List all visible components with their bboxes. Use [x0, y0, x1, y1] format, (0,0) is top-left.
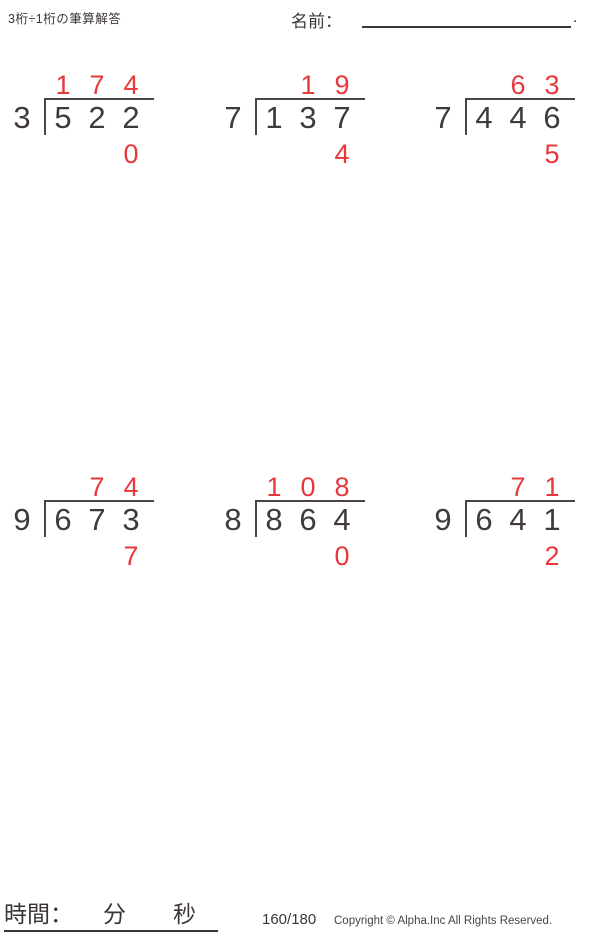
- quotient-digit: 3: [544, 70, 560, 100]
- quotient-row: 1 0 8: [257, 472, 381, 502]
- quotient-digit: 1: [544, 472, 560, 502]
- dividend-digit: 4: [333, 502, 351, 537]
- division-bracket: 6 7 3: [44, 500, 154, 537]
- dividend-digit: 5: [54, 100, 72, 135]
- dividend-digit: 8: [265, 502, 283, 537]
- dividend-digit: 3: [122, 502, 140, 537]
- division-problem-4: 7 4 9 6 7 3 7: [0, 472, 170, 571]
- dividend-digit: 4: [509, 502, 527, 537]
- quotient-digit: [467, 72, 501, 98]
- quotient-digit: [46, 474, 80, 500]
- name-label: 名前：: [291, 12, 342, 31]
- division-body: 7 4 4 6: [421, 98, 591, 135]
- quotient-digit: 4: [123, 70, 139, 100]
- dividend-digit: 6: [299, 502, 317, 537]
- quotient-digit: [257, 72, 291, 98]
- worksheet-title: 3桁÷1桁の筆算解答: [8, 12, 122, 26]
- dividend-digit: 6: [475, 502, 493, 537]
- quotient-digit: 7: [89, 70, 105, 100]
- dividend-digit: 2: [88, 100, 106, 135]
- divisor: 8: [224, 502, 242, 537]
- remainder-digit: 7: [123, 541, 139, 571]
- seconds-label: 秒: [173, 901, 196, 927]
- division-body: 3 5 2 2: [0, 98, 170, 135]
- quotient-digit: [467, 474, 501, 500]
- time-entry-line: 時間： 分 秒: [4, 899, 218, 932]
- name-line-period: .: [573, 9, 578, 26]
- quotient-row: 6 3: [467, 70, 591, 100]
- quotient-digit: 6: [510, 70, 526, 100]
- quotient-digit: 1: [266, 472, 282, 502]
- copyright-notice: Copyright © Alpha.Inc All Rights Reserve…: [334, 915, 553, 927]
- dividend-digit: 6: [54, 502, 72, 537]
- quotient-digit: 7: [89, 472, 105, 502]
- dividend-digit: 1: [543, 502, 561, 537]
- remainder-row: 0: [257, 541, 381, 571]
- minutes-label: 分: [103, 901, 126, 927]
- division-bracket: 4 4 6: [465, 98, 575, 135]
- quotient-digit: 4: [123, 472, 139, 502]
- divisor: 9: [434, 502, 452, 537]
- quotient-row: 7 1: [467, 472, 591, 502]
- division-problem-2: 1 9 7 1 3 7 4: [211, 70, 381, 169]
- divisor: 3: [13, 100, 31, 135]
- quotient-digit: 1: [300, 70, 316, 100]
- page-number: 160/180: [262, 911, 317, 928]
- quotient-row: 7 4: [46, 472, 170, 502]
- dividend-digit: 4: [475, 100, 493, 135]
- division-bracket: 5 2 2: [44, 98, 154, 135]
- divisor: 9: [13, 502, 31, 537]
- remainder-row: 5: [467, 139, 591, 169]
- dividend-digit: 6: [543, 100, 561, 135]
- quotient-row: 1 7 4: [46, 70, 170, 100]
- divisor: 7: [434, 100, 452, 135]
- quotient-digit: 7: [510, 472, 526, 502]
- division-bracket: 1 3 7: [255, 98, 365, 135]
- name-blank-underline: [362, 5, 571, 28]
- division-bracket: 8 6 4: [255, 500, 365, 537]
- remainder-digit: 2: [544, 541, 560, 571]
- divisor: 7: [224, 100, 242, 135]
- dividend-digit: 3: [299, 100, 317, 135]
- division-body: 7 1 3 7: [211, 98, 381, 135]
- division-body: 9 6 7 3: [0, 500, 170, 537]
- division-problem-1: 1 7 4 3 5 2 2 0: [0, 70, 170, 169]
- quotient-digit: 8: [334, 472, 350, 502]
- division-body: 9 6 4 1: [421, 500, 591, 537]
- division-problem-6: 7 1 9 6 4 1 2: [421, 472, 591, 571]
- remainder-digit: 5: [544, 139, 560, 169]
- dividend-digit: 7: [88, 502, 106, 537]
- division-problem-3: 6 3 7 4 4 6 5: [421, 70, 591, 169]
- dividend-digit: 1: [265, 100, 283, 135]
- remainder-digit: 0: [123, 139, 139, 169]
- remainder-digit: 0: [334, 541, 350, 571]
- remainder-row: 7: [46, 541, 170, 571]
- quotient-digit: 1: [55, 70, 71, 100]
- remainder-row: 0: [46, 139, 170, 169]
- remainder-row: 4: [257, 139, 381, 169]
- dividend-digit: 2: [122, 100, 140, 135]
- remainder-digit: 4: [334, 139, 350, 169]
- division-bracket: 6 4 1: [465, 500, 575, 537]
- division-body: 8 8 6 4: [211, 500, 381, 537]
- time-label: 時間：: [4, 901, 73, 927]
- quotient-digit: 0: [300, 472, 316, 502]
- dividend-digit: 4: [509, 100, 527, 135]
- division-problem-5: 1 0 8 8 8 6 4 0: [211, 472, 381, 571]
- dividend-digit: 7: [333, 100, 351, 135]
- quotient-digit: 9: [334, 70, 350, 100]
- remainder-row: 2: [467, 541, 591, 571]
- quotient-row: 1 9: [257, 70, 381, 100]
